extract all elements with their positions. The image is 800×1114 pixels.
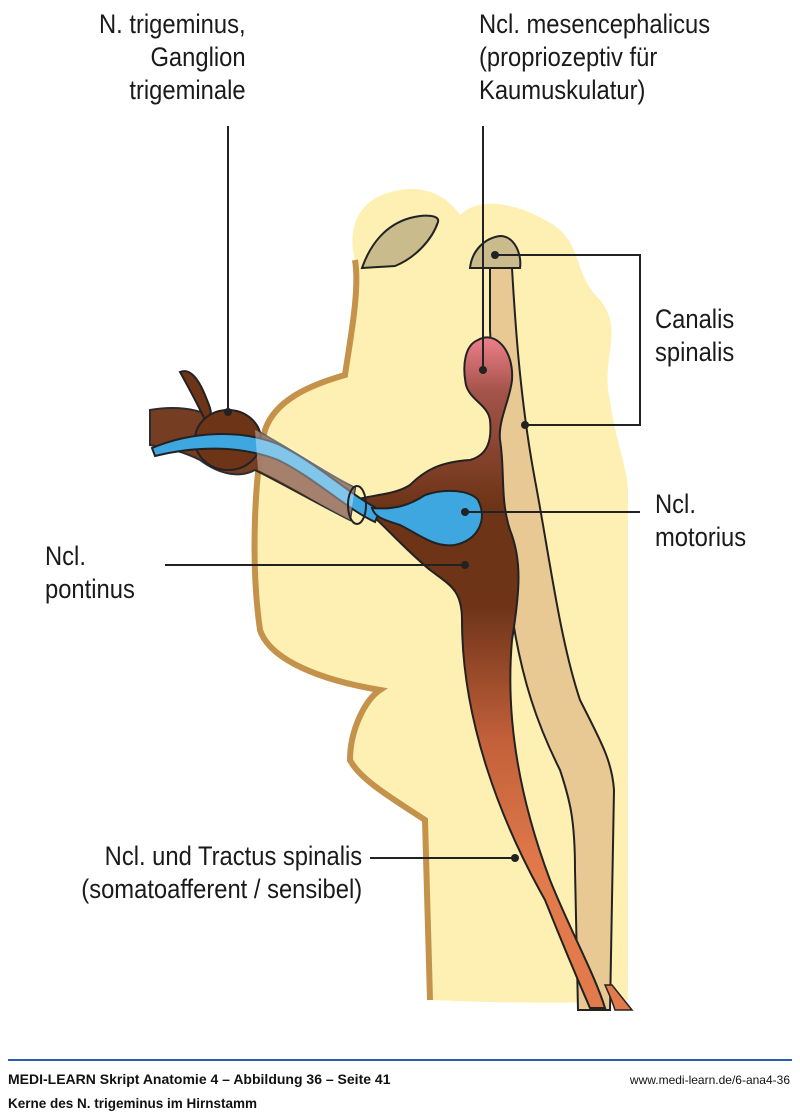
label-trigeminus: N. trigeminus, Ganglion trigeminale [99,8,246,107]
label-ncl-pontinus: Ncl. pontinus [45,540,135,606]
label-line: spinalis [655,337,735,367]
label-mesencephalicus: Ncl. mesencephalicus (propriozeptiv für … [479,8,710,107]
label-canalis-spinalis: Canalis spinalis [655,303,734,369]
nerve-branch [178,370,212,422]
figure-caption: Kerne des N. trigeminus im Hirnstamm [8,1096,258,1111]
label-line: Ganglion [150,42,246,72]
colliculus [360,214,440,270]
label-line: Ncl. [655,489,696,519]
footer-divider [8,1059,792,1061]
label-line: pontinus [45,574,135,604]
leader-lines [165,126,641,859]
pons-outline [251,259,433,1001]
nerve-through-pons [255,430,355,520]
label-line: Ncl. mesencephalicus [479,9,711,39]
label-line: N. trigeminus, [99,9,246,39]
brainstem-body [254,189,629,1003]
spinal-tract-end [603,984,634,1011]
leader-dots [224,251,529,862]
nerve-entry-ring [347,485,367,525]
label-line: Kaumuskulatur) [479,75,646,105]
footer-url[interactable]: www.medi-learn.de/6-ana4-36 [629,1073,790,1087]
motor-root-blue [150,433,382,524]
label-ncl-motorius: Ncl. motorius [655,488,746,554]
label-line: Ncl. und Tractus spinalis [104,841,363,871]
label-line: trigeminale [129,75,246,105]
label-line: (propriozeptiv für [479,42,658,72]
label-line: Ncl. [45,541,86,571]
label-line: Canalis [655,304,735,334]
ncl-motorius [370,489,483,547]
label-line: motorius [655,522,747,552]
label-ncl-tractus-spinalis: Ncl. und Tractus spinalis (somatoafferen… [81,840,362,906]
label-line: (somatoafferent / sensibel) [81,874,362,904]
footer-source: MEDI-LEARN Skript Anatomie 4 – Abbildung… [8,1071,391,1087]
